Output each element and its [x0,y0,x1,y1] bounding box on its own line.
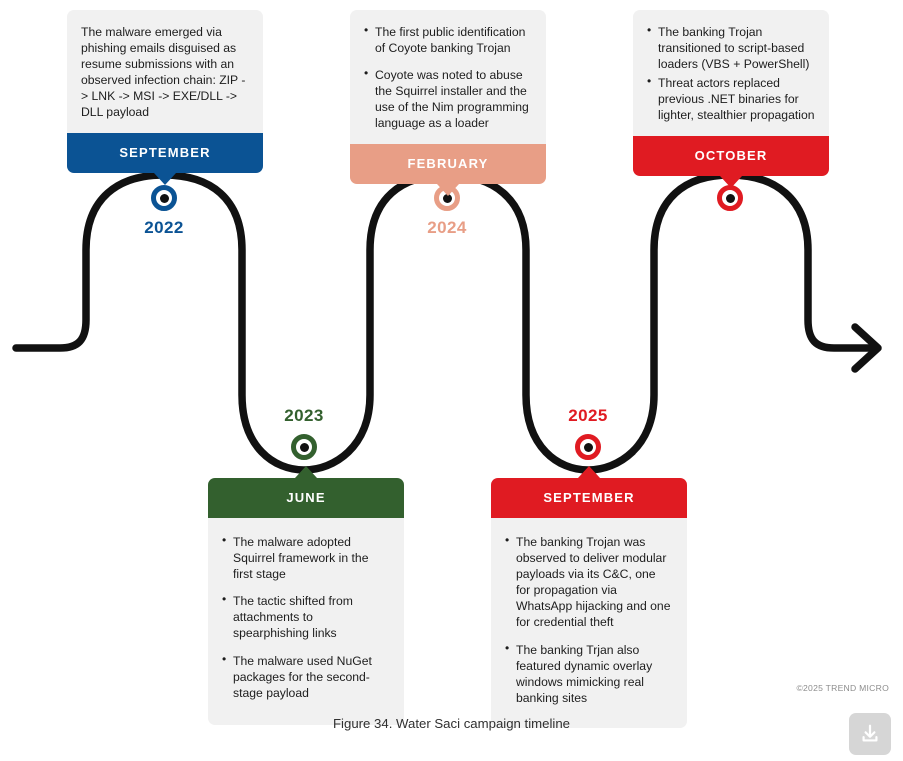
event-card-body: The malware emerged via phishing emails … [67,10,263,133]
timeline-arrowhead [851,323,882,373]
event-card-2025-october: The banking Trojan transitioned to scrip… [633,10,829,188]
event-card-2024-february: The first public identification of Coyot… [350,10,546,196]
node-center-dot [299,442,309,452]
event-card-body: The first public identification of Coyot… [350,10,546,144]
figure-caption: Figure 34. Water Saci campaign timeline [333,716,570,731]
event-card-2025-september: SEPTEMBER The banking Trojan was observe… [491,466,687,728]
event-bullet-list: The malware adopted Squirrel framework i… [222,533,390,701]
event-month-label: OCTOBER [633,135,829,188]
event-bullet: Threat actors replaced previous .NET bin… [647,74,815,123]
event-bullet: The first public identification of Coyot… [364,23,532,56]
year-label-2024: 2024 [427,218,467,237]
event-bullet-list: The first public identification of Coyot… [364,23,532,132]
event-bullet: The banking Trojan was observed to deliv… [505,533,673,631]
node-center-dot [725,193,735,203]
event-bullet: The tactic shifted from attachments to s… [222,592,390,641]
node-2023 [291,434,317,460]
event-bullet: The malware adopted Squirrel framework i… [222,533,390,582]
event-month-label: JUNE [208,466,404,518]
event-card-2023-june: JUNE The malware adopted Squirrel framew… [208,466,404,725]
download-icon [862,724,878,742]
event-bullet: The banking Trjan also featured dynamic … [505,641,673,706]
event-card-body: The banking Trojan transitioned to scrip… [633,10,829,136]
event-month-label: FEBRUARY [350,143,546,196]
card-pointer-triangle [720,175,742,188]
card-pointer-triangle [295,466,317,478]
card-pointer-triangle [578,466,600,478]
event-bullet-list: The banking Trojan transitioned to scrip… [647,23,815,124]
node-2025 [575,434,601,460]
event-bullet: The malware used NuGet packages for the … [222,652,390,701]
event-bullet-list: The banking Trojan was observed to deliv… [505,533,673,706]
node-2022 [151,185,177,211]
card-pointer-triangle [437,183,459,196]
node-center-dot [159,193,169,203]
card-pointer-triangle [154,172,176,185]
node-2025-october [717,185,743,211]
node-center-dot [442,193,452,203]
download-button[interactable] [849,713,891,755]
event-month-label: SEPTEMBER [67,132,263,185]
event-month-label: SEPTEMBER [491,466,687,518]
year-label-2022: 2022 [144,218,184,237]
event-card-2022-september: The malware emerged via phishing emails … [67,10,263,185]
event-card-body: The malware adopted Squirrel framework i… [208,518,404,725]
event-card-body: The banking Trojan was observed to deliv… [491,518,687,728]
event-bullet: Coyote was noted to abuse the Squirrel i… [364,66,532,131]
node-center-dot [583,442,593,452]
event-text: The malware emerged via phishing emails … [81,25,246,120]
year-label-2025: 2025 [568,406,608,425]
year-label-2023: 2023 [284,406,324,425]
event-bullet: The banking Trojan transitioned to scrip… [647,23,815,72]
copyright-notice: ©2025 TREND MICRO [796,683,889,693]
